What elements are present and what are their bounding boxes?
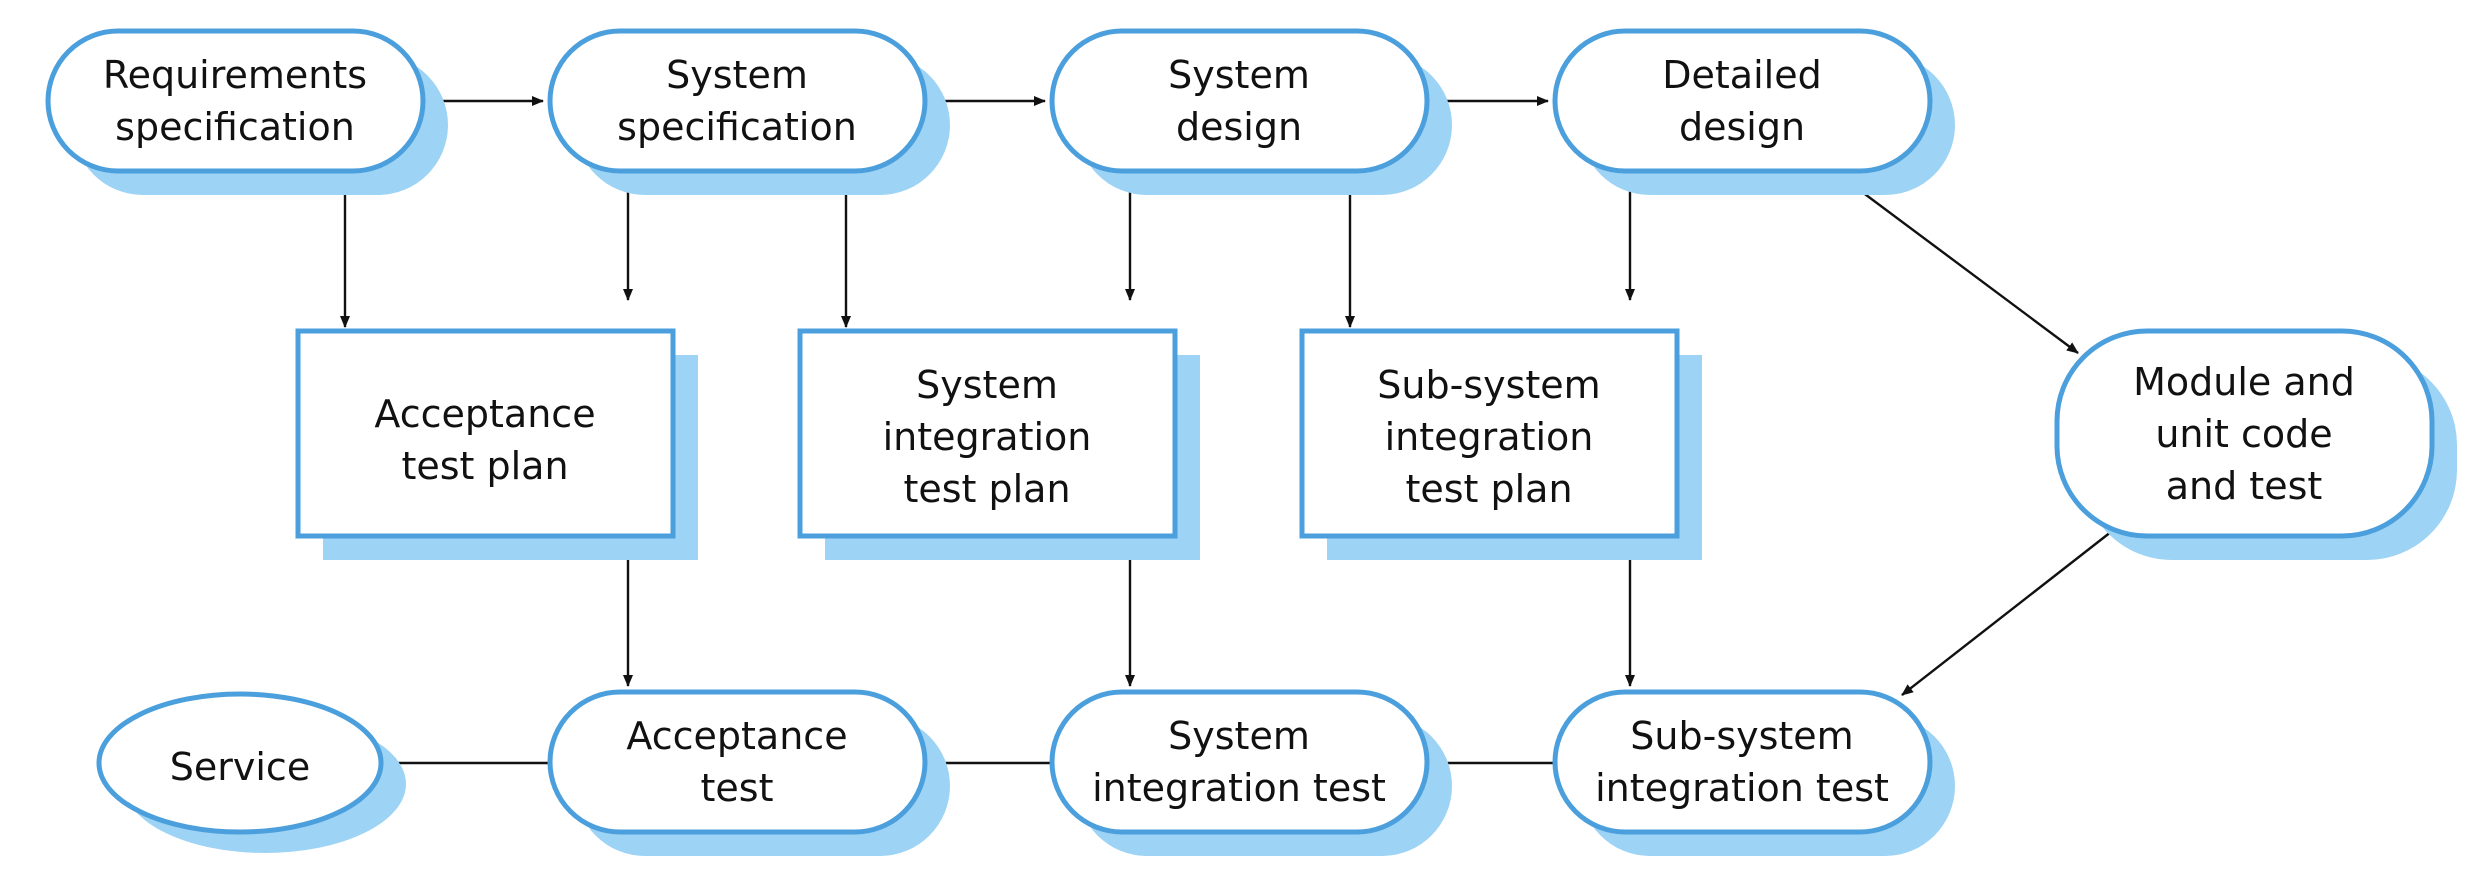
node-subsystem-integration-test: Sub-system integration test [1552, 689, 1955, 856]
node-module-unit-code-test: Module and unit code and test [2054, 328, 2457, 560]
node-system-integration-test-plan: System integration test plan [797, 328, 1200, 560]
node-label-line: System [916, 363, 1058, 407]
node-label-line: integration [883, 415, 1092, 459]
node-shape [96, 691, 384, 835]
node-label-line: Acceptance [374, 392, 595, 436]
node-label-line: Module and [2133, 360, 2355, 404]
node-detailed-design: Detailed design [1552, 28, 1955, 195]
node-label-line: integration [1385, 415, 1594, 459]
node-label: System integration test plan [883, 363, 1092, 511]
node-label: Module and unit code and test [2133, 360, 2355, 508]
node-acceptance-test: Acceptance test [547, 689, 950, 856]
node-label-line: test [701, 766, 774, 810]
node-label-line: Sub-system [1630, 714, 1853, 758]
node-service: Service [96, 691, 406, 853]
arrow-module-to-subinttest [1901, 527, 2117, 696]
node-label-line: Detailed [1662, 53, 1821, 97]
arrow-detdesign-to-module [1837, 173, 2079, 354]
node-label-line: test plan [903, 467, 1070, 511]
node-label-line: Service [170, 745, 310, 789]
arrows [340, 96, 2117, 768]
node-shape [1552, 689, 1933, 835]
node-shape [547, 689, 928, 835]
node-label-line: integration test [1595, 766, 1889, 810]
node-label-line: System [1168, 53, 1310, 97]
node-shape [1049, 689, 1430, 835]
node-system-specification: System specification [547, 28, 950, 195]
node-label-line: System [666, 53, 808, 97]
node-label-line: specification [115, 105, 355, 149]
node-label-line: test plan [1405, 467, 1572, 511]
node-label-line: unit code [2155, 412, 2332, 456]
node-label: Requirements specification [103, 53, 367, 149]
node-label: Service [170, 745, 310, 789]
node-label: System specification [617, 53, 857, 149]
node-label: Sub-system integration test plan [1377, 363, 1600, 511]
node-label-line: design [1679, 105, 1805, 149]
node-label-line: Requirements [103, 53, 367, 97]
node-label: Detailed design [1662, 53, 1821, 149]
node-acceptance-test-plan: Acceptance test plan [295, 328, 698, 560]
node-label-line: Acceptance [626, 714, 847, 758]
node-label: Acceptance test [626, 714, 847, 810]
node-shape [797, 328, 1178, 539]
node-label: System integration test [1092, 714, 1386, 810]
node-requirements-specification: Requirements specification [45, 28, 448, 195]
node-system-integration-test: System integration test [1049, 689, 1452, 856]
node-label: Acceptance test plan [374, 392, 595, 488]
node-shape [1299, 328, 1680, 539]
node-shape [547, 28, 928, 174]
node-label-line: System [1168, 714, 1310, 758]
node-label: Sub-system integration test [1595, 714, 1889, 810]
node-label-line: test plan [401, 444, 568, 488]
node-system-design: System design [1049, 28, 1452, 195]
node-shape [2054, 328, 2435, 539]
node-shape [1049, 28, 1430, 174]
node-label-line: Sub-system [1377, 363, 1600, 407]
node-label-line: and test [2166, 464, 2323, 508]
node-label-line: specification [617, 105, 857, 149]
node-label-line: design [1176, 105, 1302, 149]
node-shape [295, 328, 676, 539]
node-subsystem-integration-test-plan: Sub-system integration test plan [1299, 328, 1702, 560]
node-label: System design [1168, 53, 1310, 149]
node-shape [45, 28, 426, 174]
node-label-line: integration test [1092, 766, 1386, 810]
node-shape [1552, 28, 1933, 174]
